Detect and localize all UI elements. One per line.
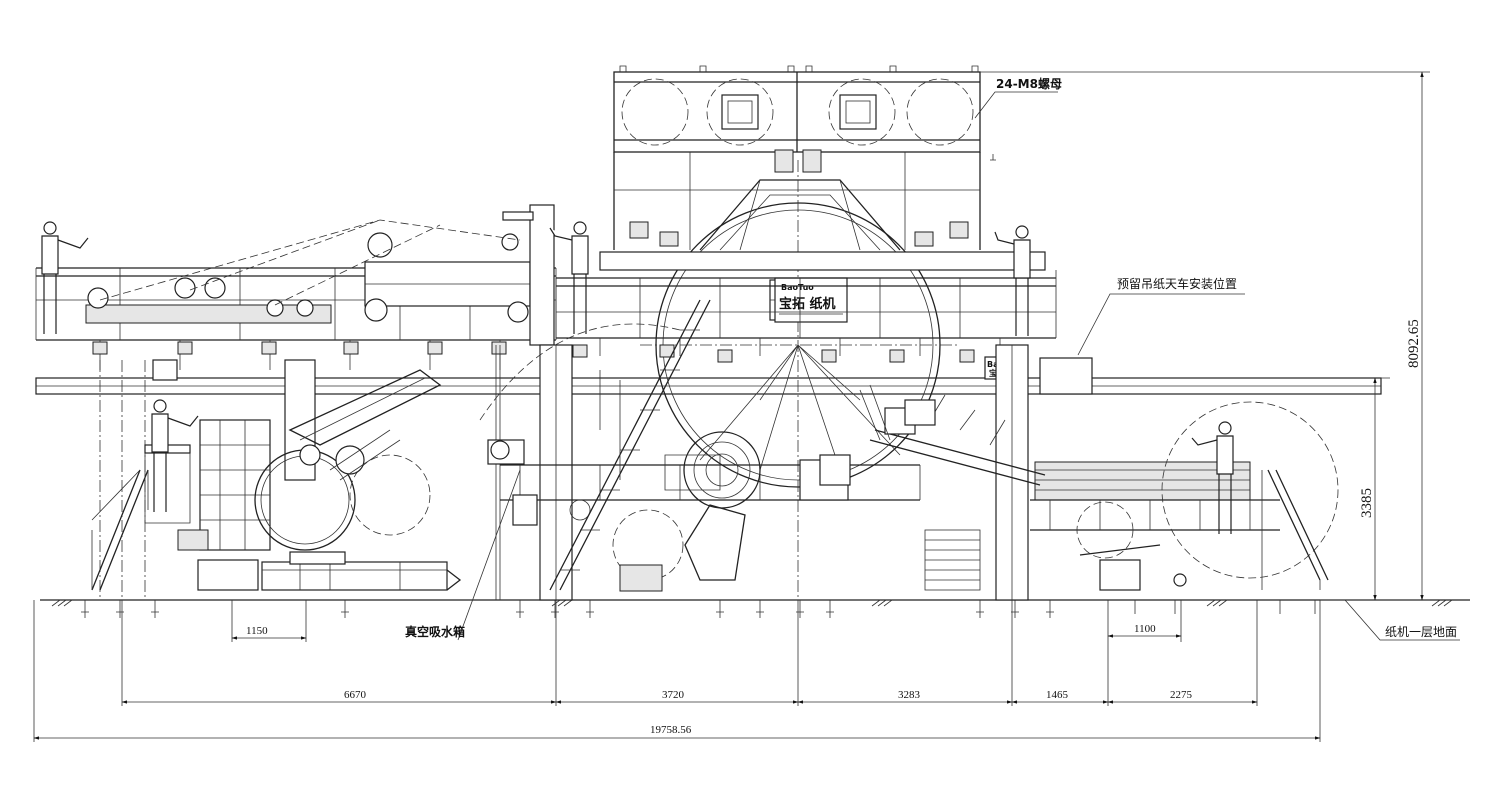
annotation-nut: 24-M8螺母	[996, 76, 1062, 91]
logo-brand: BaoTuo	[781, 283, 814, 292]
upper-floor-slab	[35, 377, 1382, 395]
upper-railing-right	[555, 251, 1093, 395]
worker-figures	[41, 221, 1234, 534]
annotation-vacuum-box: 真空吸水箱	[405, 624, 465, 639]
dim-1465: 1465	[1046, 689, 1069, 701]
dimension-lines	[33, 71, 1430, 742]
dim-total-height: 8092.65	[1406, 319, 1422, 368]
annotation-crane: 预留吊纸天车安装位置	[1117, 276, 1237, 291]
lower-left-frame	[91, 369, 462, 591]
dim-1100: 1100	[1134, 623, 1156, 635]
annotation-floor: 纸机一层地面	[1385, 625, 1457, 639]
support-columns	[99, 344, 1029, 601]
lower-mid-frame	[479, 299, 981, 592]
dim-2275: 2275	[1170, 689, 1193, 701]
upper-railing-left	[35, 204, 557, 381]
ground-line	[40, 599, 1470, 618]
dim-6670: 6670	[344, 689, 367, 701]
dim-3283: 3283	[898, 689, 921, 701]
dim-floor-height: 3385	[1359, 488, 1375, 518]
hood-frame	[613, 65, 996, 250]
dim-1150: 1150	[246, 625, 268, 637]
logo-text: 宝拓 纸机	[779, 296, 836, 312]
dim-3720: 3720	[662, 689, 685, 701]
logo-plate-main: BaoTuo 宝拓 纸机	[774, 277, 848, 323]
leader-lines	[457, 91, 1460, 641]
dim-total-length: 19758.56	[650, 724, 692, 736]
lower-right-frame	[859, 384, 1339, 591]
